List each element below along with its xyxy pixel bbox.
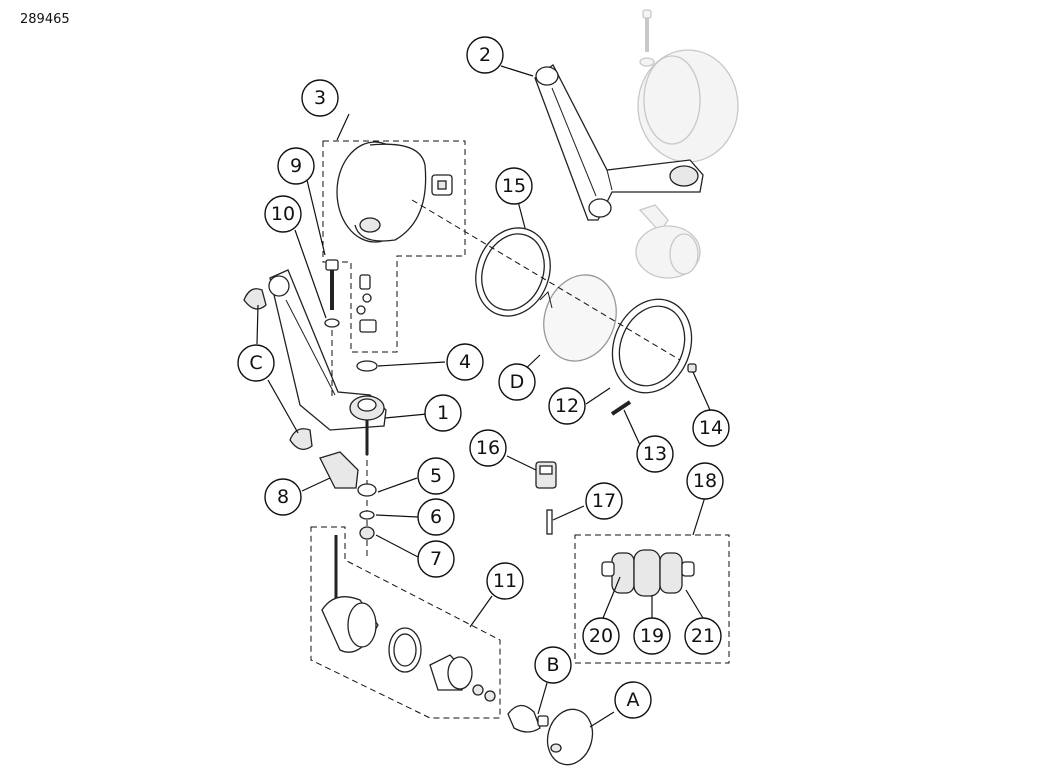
svg-text:21: 21 [691,625,715,647]
part-11-turn-signal [310,526,501,719]
part-16-connector [535,461,557,489]
callout-10: 10 [264,195,302,233]
callout-7: 7 [417,540,455,578]
svg-text:14: 14 [699,417,723,439]
part-d-lens [539,274,617,362]
callout-17: 17 [585,482,623,520]
svg-text:3: 3 [314,87,326,109]
part-12-trim-ring [611,298,693,394]
svg-text:1: 1 [437,402,449,424]
callout-15: 15 [495,167,533,205]
part-9-bolt [325,259,339,310]
svg-text:19: 19 [640,625,664,647]
svg-text:B: B [546,654,559,676]
svg-text:D: D [510,371,525,393]
leader-lines [256,65,711,728]
part-c-bullets [243,288,313,451]
svg-text:5: 5 [430,465,442,487]
part-15-gasket [475,227,551,317]
svg-text:8: 8 [277,486,289,508]
part-4-washer [356,360,378,372]
callout-19: 19 [633,617,671,655]
part-5-grommet [357,483,377,497]
part-a-lens [546,708,594,766]
callout-18: 18 [686,462,724,500]
svg-text:17: 17 [592,490,616,512]
callout-a: A [614,681,652,719]
callout-12: 12 [548,387,586,425]
callout-16: 16 [469,429,507,467]
svg-text:6: 6 [430,506,442,528]
svg-text:4: 4 [459,351,471,373]
part-6-washer [359,510,375,520]
svg-text:13: 13 [643,443,667,465]
ghost-context-assembly [635,9,739,279]
callout-21: 21 [684,617,722,655]
callout-c: C [237,344,275,382]
part-2-bracket [534,64,704,221]
part-14-nut [687,363,697,373]
part-21-clamp-half [659,552,683,594]
callout-b: B [534,646,572,684]
svg-text:12: 12 [555,395,579,417]
part-10-washer [324,318,340,328]
callout-3: 3 [301,79,339,117]
part-7-nut [359,526,375,540]
stud-hardware [357,420,377,560]
part-b-bulb [507,704,549,733]
svg-text:7: 7 [430,548,442,570]
callout-1: 1 [424,394,462,432]
callout-6: 6 [417,498,455,536]
svg-text:2: 2 [479,44,491,66]
callout-20: 20 [582,617,620,655]
svg-text:9: 9 [290,155,302,177]
callout-13: 13 [636,435,674,473]
part-8-cover [319,451,359,489]
part-19-rubber-insert [633,549,661,597]
callout-5: 5 [417,457,455,495]
part-1-lower-bracket [268,269,387,431]
svg-text:10: 10 [271,203,295,225]
svg-text:16: 16 [476,437,500,459]
svg-text:C: C [249,352,262,374]
callout-9: 9 [277,147,315,185]
svg-text:11: 11 [493,570,517,592]
callout-11: 11 [486,562,524,600]
svg-text:15: 15 [502,175,526,197]
part-17-pin [546,509,553,535]
callout-14: 14 [692,409,730,447]
svg-text:A: A [627,689,640,711]
callout-8: 8 [264,478,302,516]
part-3-headlamp-housing [322,140,466,353]
figure-id: 289465 [20,12,70,27]
part-13-screw [610,400,632,416]
callout-4: 4 [446,343,484,381]
svg-text:20: 20 [589,625,613,647]
callout-2: 2 [466,36,504,74]
svg-text:18: 18 [693,470,717,492]
callout-d: D [498,363,536,401]
